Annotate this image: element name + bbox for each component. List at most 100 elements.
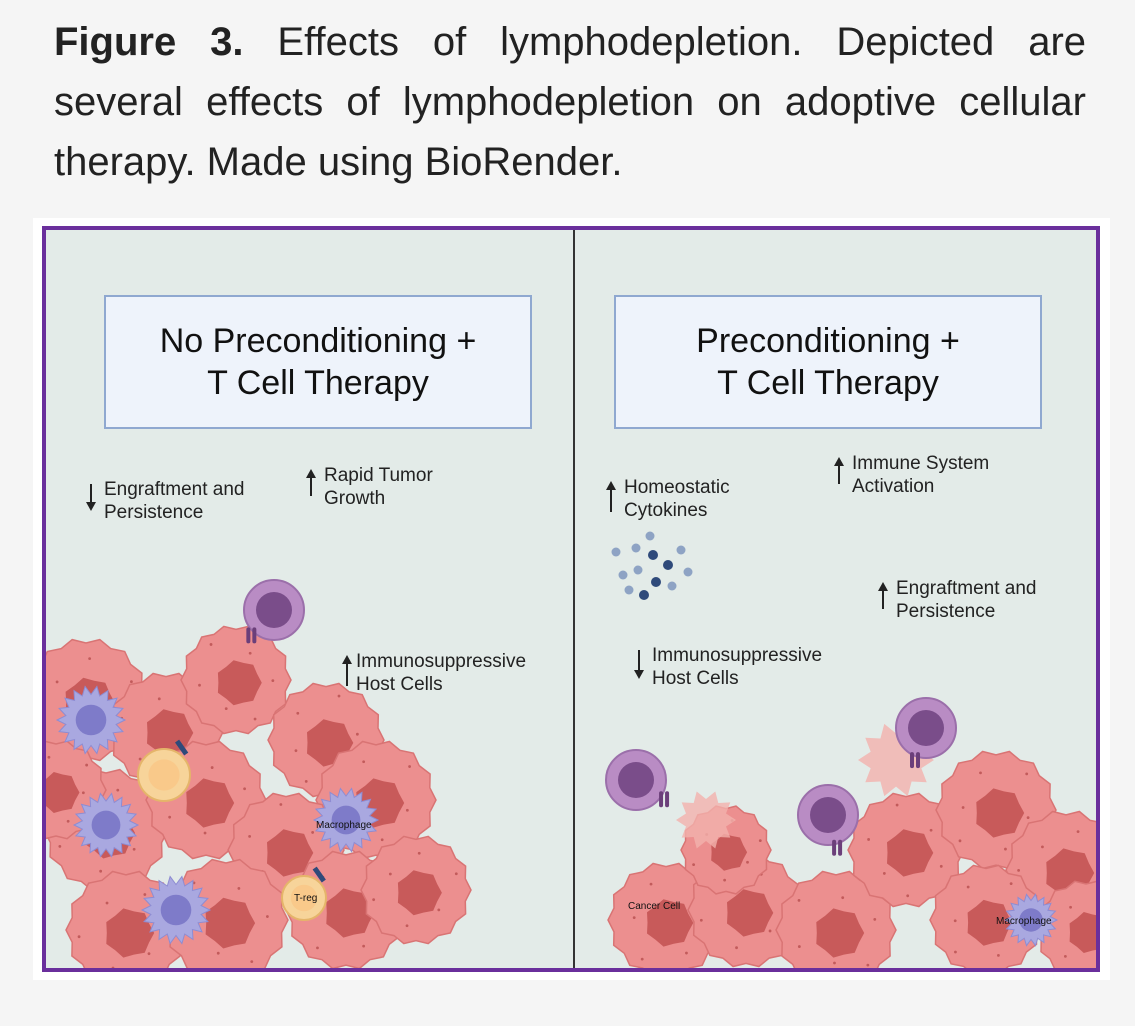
tumor-dot	[758, 839, 762, 843]
left-engraftment-label: Engraftment and Persistence	[82, 478, 244, 524]
panel-divider	[573, 230, 575, 968]
tumor-dot	[147, 952, 151, 956]
right-engraftment-label: Engraftment and Persistence	[874, 577, 1036, 623]
tumor-dot	[797, 898, 801, 902]
tumor-dot	[1025, 772, 1029, 776]
tumor-dot	[735, 946, 738, 950]
tumor-dot	[841, 896, 845, 900]
tumor-dot	[958, 839, 962, 843]
tumor-dot	[882, 872, 886, 875]
left-panel-title-box: No Preconditioning + T Cell Therapy	[104, 295, 532, 429]
right-title-line2: T Cell Therapy	[717, 364, 939, 402]
tumor-dot	[279, 803, 283, 806]
tumor-dot	[405, 924, 409, 928]
tumor-dot	[55, 680, 59, 684]
tumor-dot	[797, 945, 801, 948]
tumor-dot	[405, 808, 409, 812]
tumor-dot	[58, 845, 62, 848]
tumor-dot	[388, 872, 392, 876]
tumor-dot	[237, 887, 241, 890]
tumor-dot	[997, 954, 1000, 957]
up-arrow-icon	[342, 655, 352, 686]
tumor-dot	[979, 771, 982, 775]
tumor-dot	[640, 957, 644, 961]
tumor-dot	[224, 707, 228, 711]
tumor-dot	[47, 755, 51, 759]
right-title-line1: Preconditioning +	[696, 322, 960, 360]
tumor-nucleus	[647, 899, 694, 947]
left-tumor-growth-label: Rapid Tumor Growth	[302, 464, 433, 510]
tumor-dot	[88, 657, 92, 661]
tumor-dot	[168, 815, 172, 819]
tumor-dot	[372, 898, 376, 902]
tumor-dot	[243, 787, 246, 791]
left-macrophage-label: Macrophage	[316, 820, 372, 831]
tumor-dot	[723, 878, 727, 882]
cytokine-dot	[631, 543, 641, 553]
down-arrow-icon	[634, 650, 644, 679]
cancer-cell-label: Cancer Cell	[628, 901, 681, 912]
treg-receptor	[312, 866, 326, 883]
tumor-dot	[116, 788, 120, 792]
tumor-dot	[248, 651, 252, 655]
up-arrow-icon	[606, 481, 616, 512]
tumor-dot	[85, 763, 89, 767]
lysed-cell-debris	[676, 791, 736, 849]
tumor-dot	[99, 869, 103, 873]
tumor-dot	[454, 872, 458, 876]
tcr-receptor	[832, 839, 837, 856]
macrophage-nucleus	[91, 810, 121, 840]
tumor-dot	[296, 711, 300, 715]
tumor-nucleus	[887, 829, 934, 877]
tumor-dot	[939, 864, 943, 868]
tumor-dot	[867, 838, 871, 841]
tumor-dot	[833, 961, 836, 965]
tumor-dot	[1026, 816, 1030, 820]
tumor-dot	[966, 885, 970, 889]
right-tumor-illustration	[607, 723, 1096, 968]
t-cell-nucleus	[810, 797, 846, 833]
tcr-receptor	[910, 752, 915, 769]
figure-panel-frame: No Preconditioning + T Cell Therapy Engr…	[42, 226, 1100, 972]
immune-cells-illustration	[605, 531, 957, 856]
tumor-dot	[895, 803, 899, 807]
tumor-dot	[304, 779, 308, 783]
tumor-dot	[138, 757, 142, 761]
figure-label: Figure 3.	[54, 20, 244, 64]
tumor-dot	[210, 766, 214, 769]
tumor-dot	[132, 847, 136, 851]
cytokine-dot	[651, 577, 661, 587]
right-immune-activation-label: Immune System Activation	[830, 452, 989, 498]
treg-nucleus	[290, 884, 318, 912]
figure-caption: Figure 3. Effects of lymphodepletion. De…	[54, 12, 1086, 192]
right-immunosuppressive-label: Immunosuppressive Host Cells	[630, 644, 822, 690]
tumor-nucleus	[267, 829, 314, 877]
right-panel-title-box: Preconditioning + T Cell Therapy	[614, 295, 1042, 429]
tumor-dot	[1076, 830, 1080, 834]
cytokine-dot	[639, 590, 649, 600]
tumor-dot	[1041, 845, 1044, 849]
tumor-dot	[143, 893, 147, 896]
tumor-nucleus	[46, 772, 80, 813]
caption-text: Effects of lymphodepletion. Depicted are…	[54, 20, 1087, 184]
left-tumor-illustration	[46, 579, 472, 968]
left-title-line2: T Cell Therapy	[207, 364, 429, 402]
tumor-dot	[417, 851, 421, 855]
tumor-dot	[337, 694, 341, 698]
tumor-nucleus	[976, 788, 1025, 838]
tumor-dot	[961, 806, 965, 809]
tumor-dot	[906, 894, 910, 898]
tumor-dot	[408, 765, 411, 768]
t-cell-nucleus	[618, 762, 654, 798]
cytokine-dot	[648, 550, 658, 560]
t-cell-nucleus	[256, 592, 292, 628]
cytokine-dot	[683, 567, 693, 577]
tumor-nucleus	[711, 833, 748, 871]
tumor-dot	[1009, 882, 1013, 885]
treg-receptor	[175, 739, 189, 756]
macrophage-nucleus	[331, 805, 361, 835]
tumor-nucleus	[106, 908, 155, 958]
treg-label: T-reg	[294, 893, 318, 904]
tumor-dot	[216, 951, 220, 955]
tumor-dot	[294, 749, 298, 753]
